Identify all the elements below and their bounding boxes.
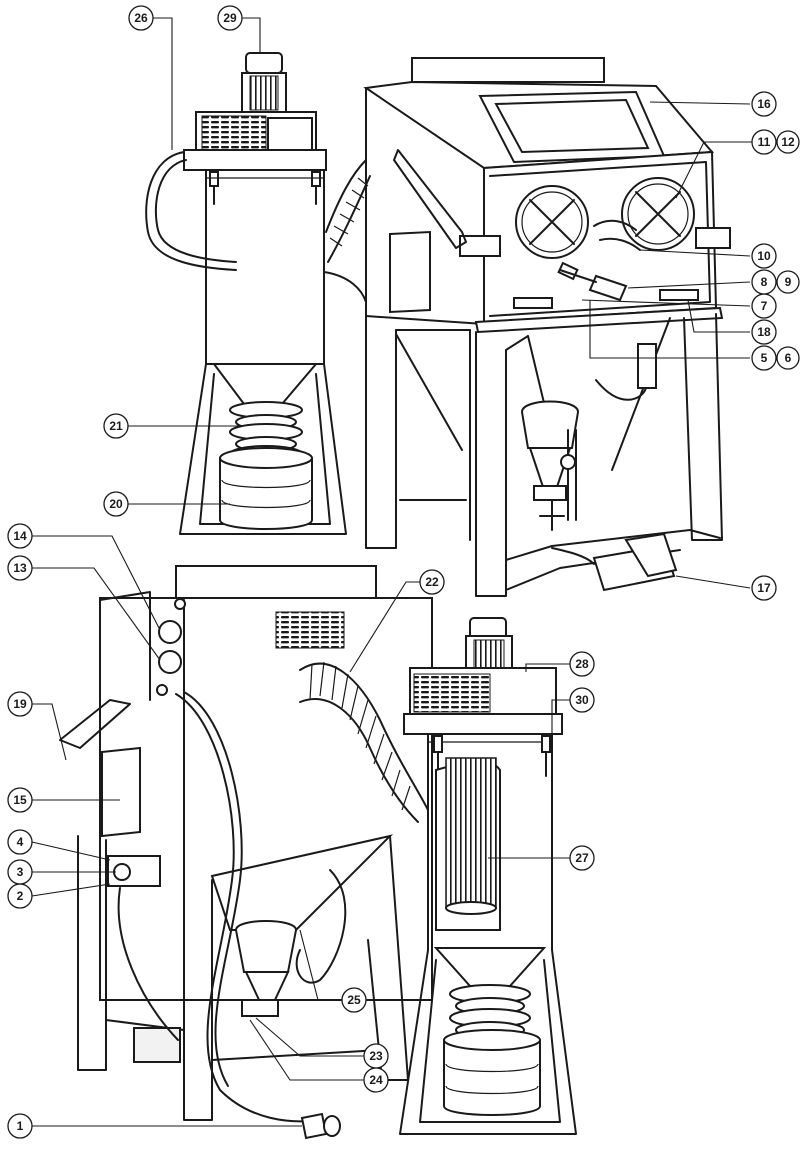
rear-vent-grille — [275, 611, 345, 649]
filter-cartridge — [445, 757, 497, 915]
svg-text:3: 3 — [17, 865, 24, 879]
callout-11: 11 — [751, 129, 777, 155]
callout-9: 9 — [776, 270, 800, 294]
svg-text:8: 8 — [761, 275, 768, 289]
callout-18: 18 — [751, 319, 777, 345]
leader-lines — [31, 17, 752, 1127]
hose-connector-1 — [300, 1112, 341, 1140]
svg-text:18: 18 — [757, 325, 771, 339]
svg-text:15: 15 — [13, 793, 27, 807]
glove-port-left — [515, 185, 589, 259]
callout-27: 27 — [569, 845, 595, 871]
svg-text:22: 22 — [425, 575, 439, 589]
callout-4: 4 — [7, 829, 33, 855]
clamp-right — [311, 171, 321, 205]
callout-24: 24 — [363, 1067, 389, 1093]
svg-text:29: 29 — [223, 11, 237, 25]
callout-28: 28 — [569, 651, 595, 677]
callout-8: 8 — [751, 269, 777, 295]
svg-text:25: 25 — [347, 993, 361, 1007]
callout-19: 19 — [7, 691, 33, 717]
svg-text:6: 6 — [785, 351, 792, 365]
svg-text:28: 28 — [575, 657, 589, 671]
callout-26: 26 — [128, 5, 154, 31]
foot-pedal — [551, 532, 678, 592]
callout-16: 16 — [751, 91, 777, 117]
side-access-door — [389, 149, 467, 314]
svg-text:23: 23 — [369, 1049, 383, 1063]
callout-13: 13 — [7, 555, 33, 581]
svg-text:19: 19 — [13, 697, 27, 711]
callout-14: 14 — [7, 523, 33, 549]
svg-text:1: 1 — [17, 1119, 24, 1133]
callout-23: 23 — [363, 1043, 389, 1069]
svg-text:4: 4 — [17, 835, 24, 849]
flex-duct-top — [323, 159, 371, 303]
callout-17: 17 — [751, 575, 777, 601]
callout-20: 20 — [103, 491, 129, 517]
clamp-left — [209, 171, 219, 205]
dust-collector-motor — [241, 52, 287, 114]
blast-gun — [557, 261, 628, 302]
callout-30: 30 — [569, 687, 595, 713]
svg-text:16: 16 — [757, 97, 771, 111]
flex-duct-22 — [299, 661, 429, 823]
svg-text:2: 2 — [17, 889, 24, 903]
callout-12: 12 — [776, 130, 800, 154]
svg-text:21: 21 — [109, 419, 123, 433]
svg-text:11: 11 — [758, 135, 771, 149]
callout-1: 1 — [7, 1113, 33, 1139]
glove-port-right — [621, 177, 695, 251]
svg-text:26: 26 — [134, 11, 148, 25]
callout-22: 22 — [419, 569, 445, 595]
dust-collector-top — [145, 52, 347, 535]
callout-7: 7 — [751, 293, 777, 319]
svg-text:30: 30 — [575, 693, 589, 707]
svg-text:17: 17 — [757, 581, 771, 595]
svg-text:7: 7 — [761, 299, 768, 313]
svg-text:10: 10 — [757, 249, 771, 263]
svg-text:12: 12 — [781, 135, 795, 149]
callout-6: 6 — [776, 346, 800, 370]
dust-collector-cutaway — [399, 617, 577, 1135]
svg-text:20: 20 — [109, 497, 123, 511]
callout-25: 25 — [341, 987, 367, 1013]
callout-5: 5 — [751, 345, 777, 371]
svg-text:9: 9 — [785, 275, 792, 289]
blast-cabinet-front — [363, 57, 731, 597]
callout-10: 10 — [751, 243, 777, 269]
callout-3: 3 — [7, 859, 33, 885]
svg-text:27: 27 — [575, 851, 589, 865]
svg-text:13: 13 — [13, 561, 27, 575]
svg-text:5: 5 — [761, 351, 768, 365]
svg-text:14: 14 — [13, 529, 27, 543]
blast-cabinet-rear — [59, 565, 433, 1140]
callout-29: 29 — [217, 5, 243, 31]
callout-15: 15 — [7, 787, 33, 813]
svg-text:24: 24 — [369, 1073, 383, 1087]
vent-grille — [201, 115, 267, 151]
drum-20 — [219, 447, 313, 530]
cutaway-vent-grille — [413, 673, 491, 713]
callout-2: 2 — [7, 883, 33, 909]
callout-21: 21 — [103, 413, 129, 439]
